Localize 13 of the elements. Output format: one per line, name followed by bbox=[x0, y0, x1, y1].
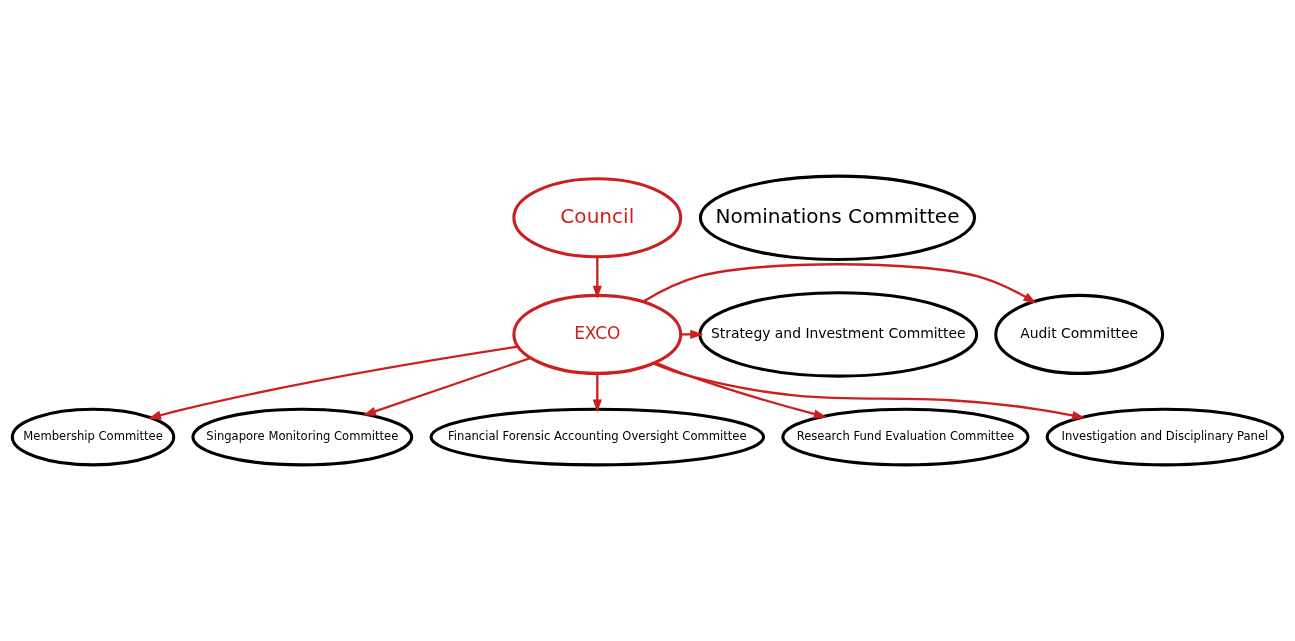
arrow bbox=[655, 361, 827, 419]
arrow bbox=[642, 263, 1037, 304]
arrow bbox=[147, 345, 519, 420]
node-ellipse: Council bbox=[512, 177, 683, 259]
arrow bbox=[362, 356, 532, 416]
arrow bbox=[592, 256, 602, 299]
arrow bbox=[680, 329, 704, 339]
node-ellipse: Strategy and Investment Committee bbox=[698, 291, 979, 378]
node-ellipse: Financial Forensic Accounting Oversight Committee bbox=[429, 407, 766, 467]
node-ellipse: EXCO bbox=[512, 293, 683, 375]
node-ellipse: Nominations Committee bbox=[698, 174, 977, 262]
arrow bbox=[592, 373, 602, 413]
arrow bbox=[652, 362, 1086, 420]
